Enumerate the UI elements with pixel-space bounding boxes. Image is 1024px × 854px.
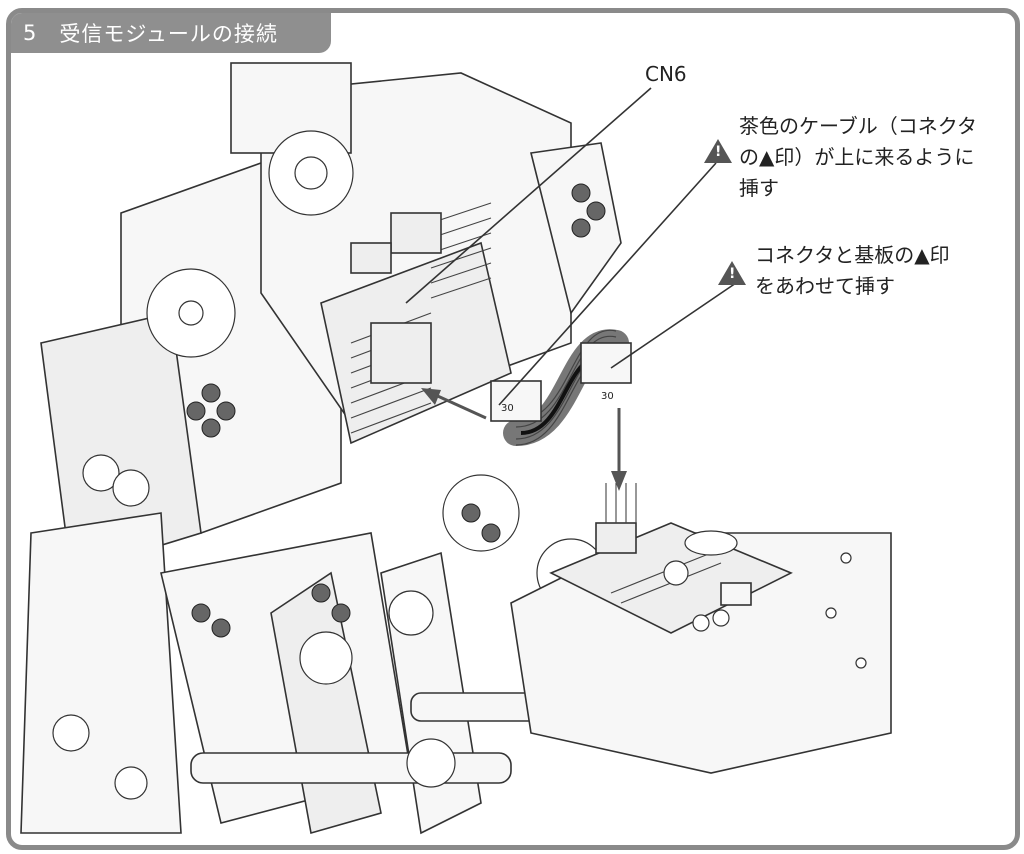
connector-alignment-note: コネクタと基板の▲印 をあわせて挿す <box>755 240 1005 302</box>
warning-triangle-icon: ! <box>704 139 732 163</box>
note-line: 挿す <box>739 176 779 200</box>
board-pin-headers <box>350 202 492 434</box>
ribbon-cable <box>490 329 632 446</box>
step-header: 5 受信モジュールの接続 <box>11 13 331 53</box>
warning-triangle-icon: ! <box>718 261 746 285</box>
note-line: の▲印）が上に来るように <box>739 145 975 169</box>
left-connector-mark: 30 <box>501 403 514 414</box>
note-line: 茶色のケーブル（コネクタ <box>739 114 977 138</box>
note-line: コネクタと基板の▲印 <box>755 243 950 267</box>
robot-assembly-illustration: 30 30 <box>20 62 892 835</box>
receiver-module <box>510 483 892 774</box>
step-title: 受信モジュールの接続 <box>59 22 278 46</box>
note-line: をあわせて挿す <box>755 274 895 298</box>
cable-orientation-note: 茶色のケーブル（コネクタ の▲印）が上に来るように 挿す <box>739 111 1009 204</box>
callout-leader-lines <box>405 87 737 406</box>
cn6-label: CN6 <box>645 62 687 86</box>
step-number: 5 <box>23 21 38 45</box>
right-connector-mark: 30 <box>601 391 614 402</box>
instruction-panel: 30 30 5 受信モジュールの接続 CN6 ! 茶色のケーブル（コネクタ の▲… <box>6 8 1020 850</box>
insert-direction-arrow-icon <box>421 388 627 491</box>
screws <box>186 183 606 638</box>
